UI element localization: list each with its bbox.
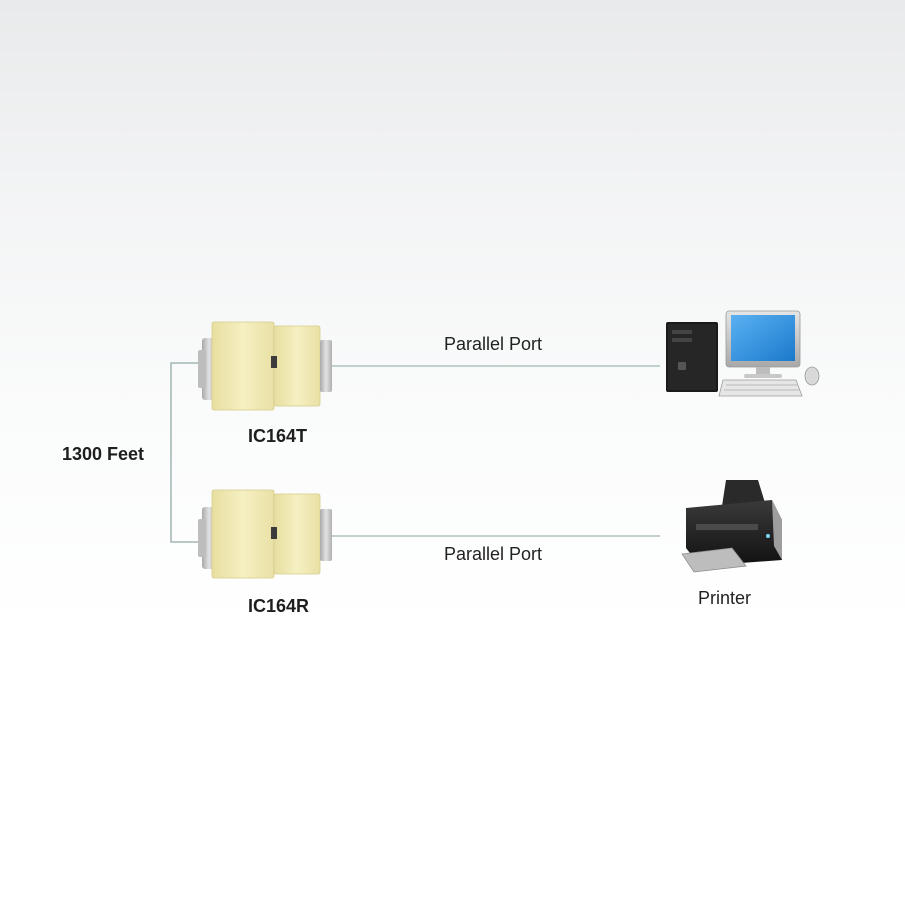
transmitter-label: IC164T: [248, 426, 308, 446]
receiver-adapter: [198, 489, 332, 579]
receiver-label: IC164R: [248, 596, 310, 616]
top-link-label: Parallel Port: [444, 334, 543, 354]
transmitter-adapter: [198, 321, 332, 411]
long-distance-cable: [170, 362, 207, 543]
printer-label: Printer: [698, 588, 752, 608]
distance-label: 1300 Feet: [62, 444, 145, 464]
desktop-computer-icon: [666, 310, 820, 397]
printer-icon: [681, 480, 782, 573]
connection-lines: [170, 362, 660, 543]
bottom-link-label: Parallel Port: [444, 544, 543, 564]
